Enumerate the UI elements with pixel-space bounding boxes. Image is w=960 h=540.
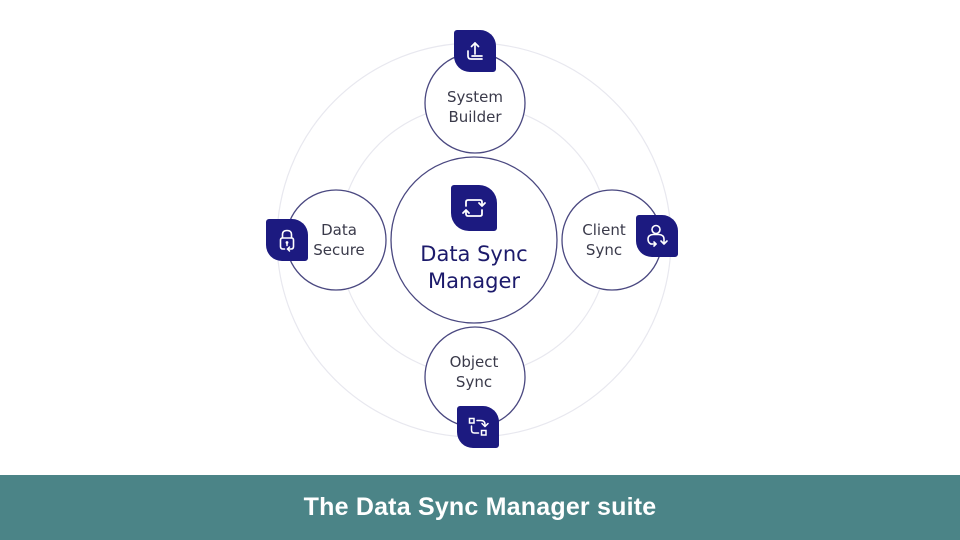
client-sync-icon (647, 224, 668, 247)
module-label-object-sync: Object Sync (449, 353, 499, 391)
module-label-system-builder: System Builder (447, 88, 503, 126)
module-label-data-secure: Data Secure (313, 221, 365, 259)
center-title: Data Sync Manager (420, 242, 528, 293)
sync-arrows-icon (462, 199, 486, 217)
client-sync-tile (636, 215, 678, 257)
caption-text: The Data Sync Manager suite (303, 493, 657, 521)
object-sync-tile (457, 406, 499, 448)
data-secure-tile (266, 219, 308, 261)
diagram-stage: Data Sync Manager System Builder Client … (266, 30, 678, 448)
diagram-lines (276, 42, 672, 438)
caption-bar: The Data Sync Manager suite (0, 475, 960, 540)
center-tile (451, 185, 497, 231)
upload-icon (467, 42, 483, 60)
system-builder-tile (454, 30, 496, 72)
object-sync-icon (468, 417, 489, 436)
center-circle (390, 156, 558, 324)
lock-icon (279, 229, 295, 252)
module-label-client-sync: Client Sync (582, 221, 626, 259)
